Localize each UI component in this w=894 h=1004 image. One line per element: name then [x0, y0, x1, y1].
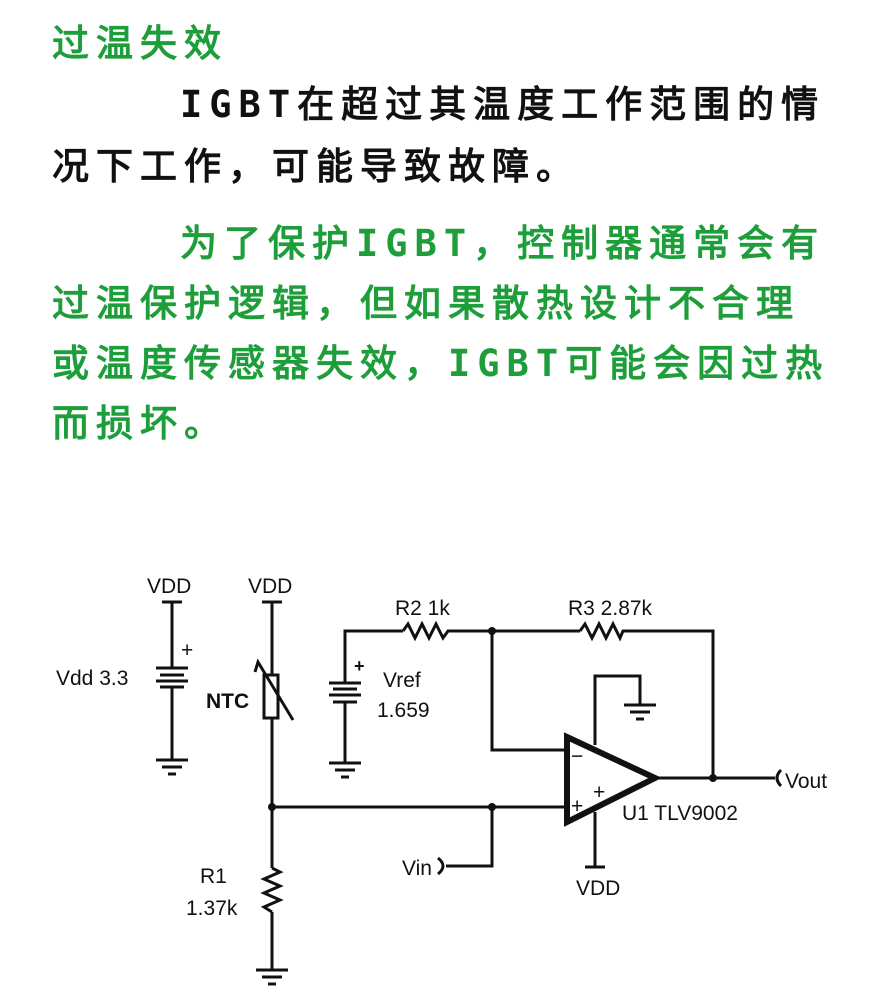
paragraph-1-line-1: IGBT在超过其温度工作范围的情: [180, 83, 826, 126]
ntc-thermistor: [253, 658, 295, 721]
opamp-plus-inner: +: [593, 781, 605, 804]
ground-icon: [624, 703, 656, 721]
vref-label: Vref: [383, 669, 421, 692]
vref-plus: +: [354, 656, 365, 676]
vin-label: Vin: [402, 857, 432, 880]
vdd-ntc-label: VDD: [248, 575, 292, 598]
opamp-minus: −: [571, 745, 583, 768]
vout-label: Vout: [785, 770, 827, 793]
r3-label: R3 2.87k: [568, 597, 653, 620]
opamp-symbol: [564, 732, 662, 827]
section-heading: 过温失效: [52, 22, 228, 65]
vdd-battery: [156, 600, 188, 760]
opamp-plus: +: [571, 795, 583, 818]
vref-value: 1.659: [377, 699, 430, 722]
ground-icon: [256, 968, 288, 986]
vref-battery: [329, 681, 361, 704]
battery-plus: +: [181, 639, 193, 662]
paragraph-2-line-3: 或温度传感器失效，IGBT可能会因过热: [52, 342, 830, 385]
r1-value: 1.37k: [186, 897, 238, 920]
opamp-label: U1 TLV9002: [622, 802, 738, 825]
paragraph-2-line-2: 过温保护逻辑，但如果散热设计不合理: [52, 282, 800, 325]
r2-resistor: [401, 620, 580, 642]
ground-icon: [329, 761, 361, 779]
vdd-opamp-label: VDD: [576, 877, 620, 900]
paragraph-1-line-2: 况下工作，可能导致故障。: [52, 145, 580, 188]
ground-icon: [156, 758, 188, 776]
r1-label: R1: [200, 865, 227, 888]
paragraph-2-line-1: 为了保护IGBT，控制器通常会有: [180, 222, 826, 265]
vdd-left-label: VDD: [147, 575, 191, 598]
r1-resistor: [260, 866, 284, 914]
vout-connector-icon: [775, 768, 783, 788]
vin-connector-icon: [437, 856, 445, 876]
battery-label: Vdd 3.3: [56, 667, 128, 690]
paragraph-2-line-4: 而损坏。: [52, 402, 228, 445]
ntc-label: NTC: [206, 690, 249, 713]
junction-dot: [709, 774, 717, 782]
r3-resistor: [578, 620, 715, 778]
r2-label: R2 1k: [395, 597, 450, 620]
